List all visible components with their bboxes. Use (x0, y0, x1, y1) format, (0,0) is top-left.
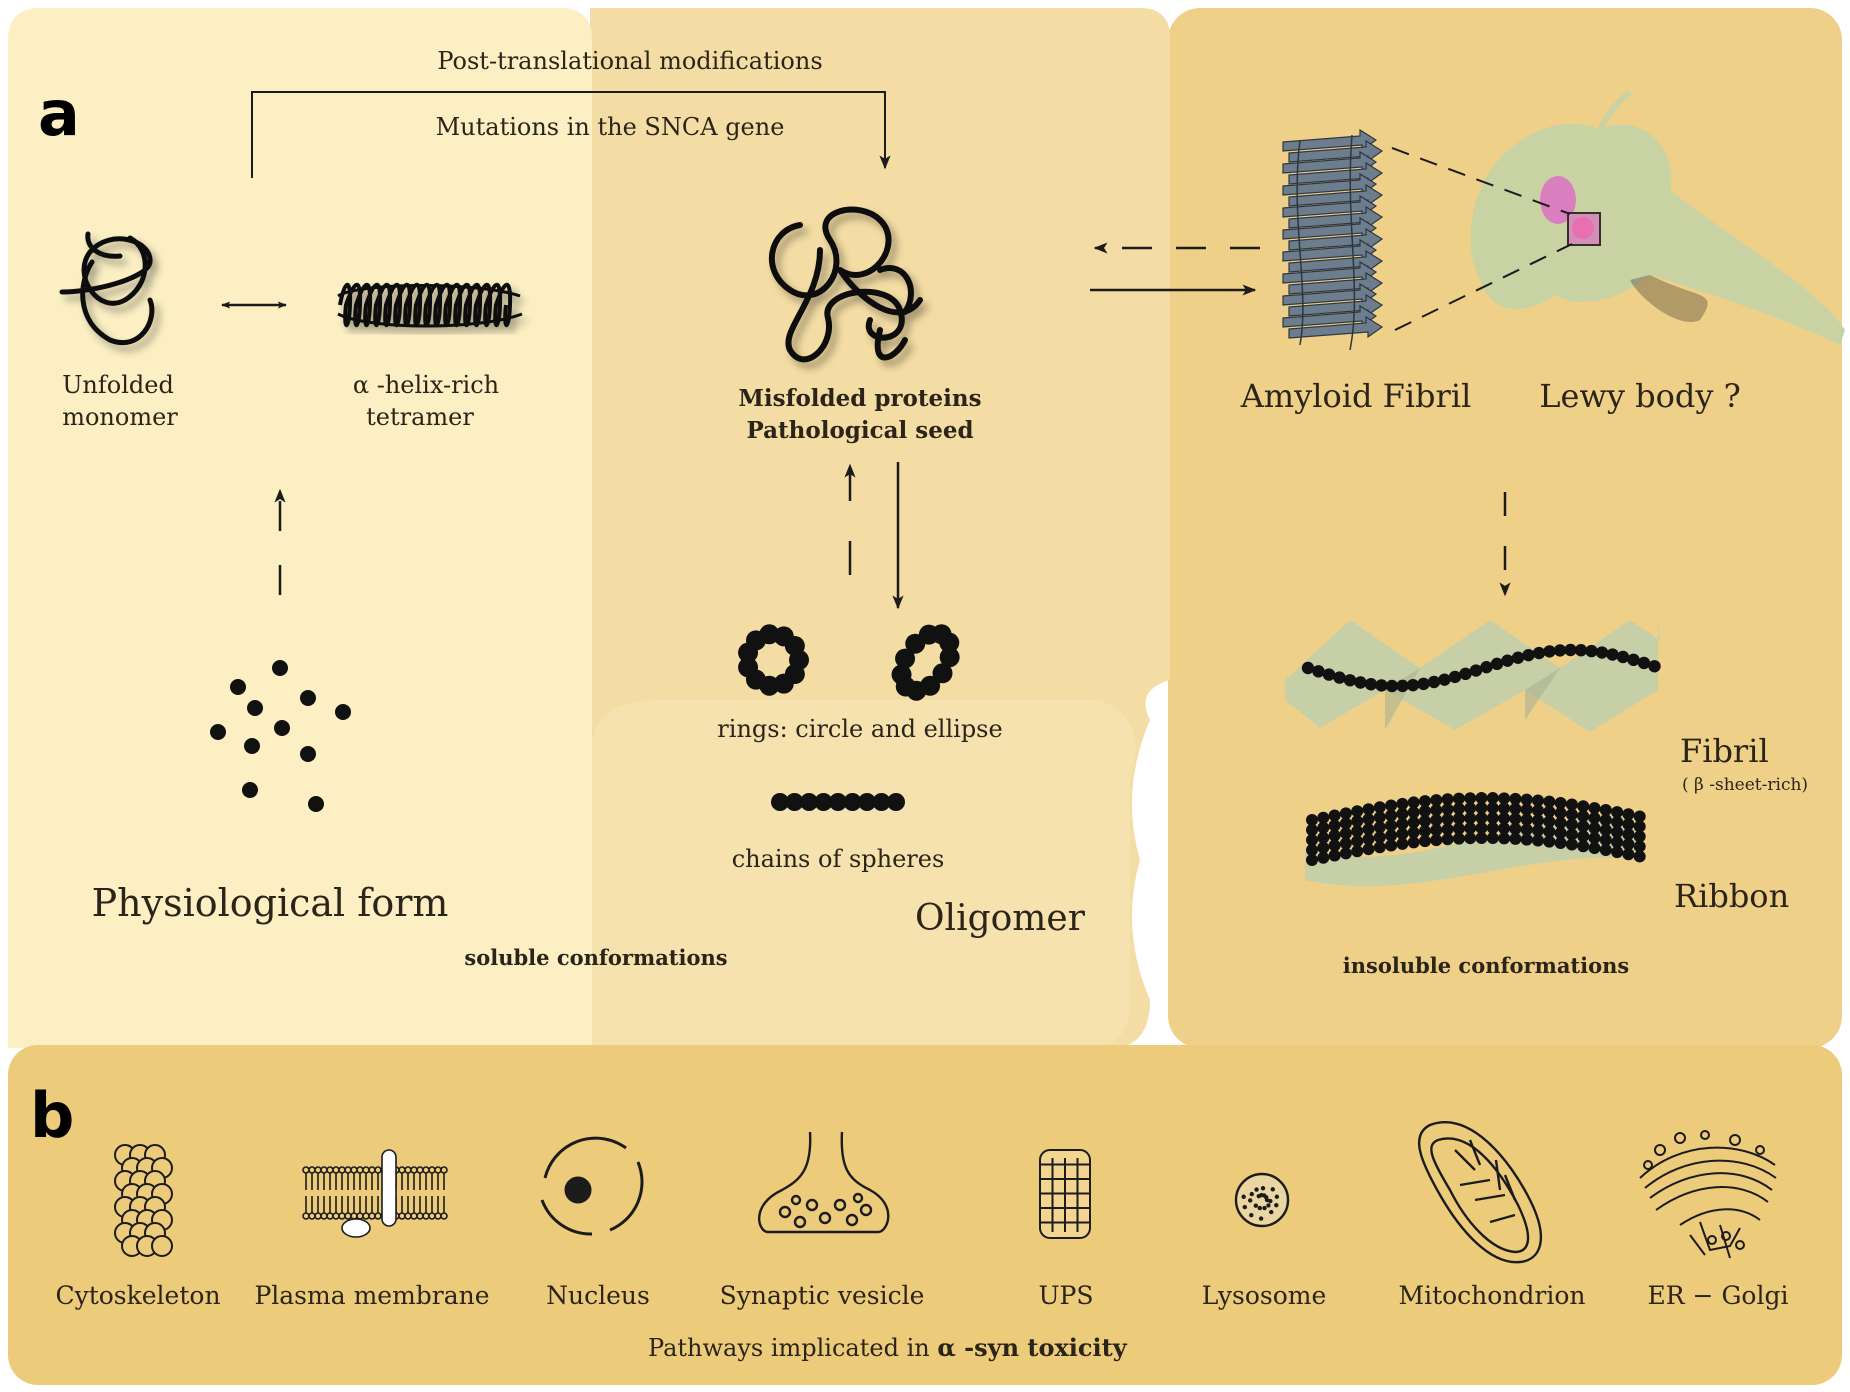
ring-ellipse-icon (891, 624, 960, 701)
pathways-emphasis: α -syn toxicity (937, 1333, 1127, 1362)
misfolded-label-1: Misfolded proteins (738, 385, 982, 412)
organelle-label-nucleus: Nucleus (546, 1281, 650, 1310)
physiological-form-label: Physiological form (91, 881, 449, 925)
misfolded-protein-icon (769, 206, 923, 363)
fibril-sheet-icon (1285, 620, 1660, 732)
mitochondrion-icon (1417, 1121, 1543, 1264)
panel-soluble (8, 8, 592, 1048)
ribbon-label: Ribbon (1674, 877, 1790, 915)
organelle-label-er-golgi: ER − Golgi (1647, 1281, 1789, 1310)
panel-oligomer-lower (592, 700, 1136, 1048)
organelle-label-lysosome: Lysosome (1201, 1281, 1327, 1310)
ptm-label: Post-translational modifications (437, 47, 823, 75)
neuron-lewy-body-icon (1391, 89, 1845, 345)
panel-a-letter: a (38, 77, 80, 150)
organelle-label-cytoskeleton: Cytoskeleton (55, 1281, 221, 1310)
tetramer-label-2: tetramer (366, 403, 474, 431)
rings-label: rings: circle and ellipse (717, 715, 1003, 743)
mutations-label: Mutations in the SNCA gene (435, 113, 785, 141)
panel-b-letter: b (30, 1079, 75, 1152)
oligomer-title: Oligomer (915, 898, 1085, 939)
panel-b-background (8, 1045, 1842, 1385)
ring-circle-icon (738, 624, 809, 696)
fibril-label: Fibril (1680, 732, 1769, 770)
ribbon-icon (1306, 792, 1646, 866)
unfolded-monomer-label-1: Unfolded (62, 371, 174, 399)
pathways-caption: Pathways implicated in α -syn toxicity (648, 1334, 1127, 1363)
synaptic-vesicle-icon (757, 1131, 890, 1234)
modification-arrow (251, 91, 891, 178)
amyloid-fibril-icon (1282, 128, 1384, 351)
lysosome-icon (1234, 1172, 1290, 1228)
unfolded-monomer-label-2: monomer (62, 403, 178, 431)
tetramer-icon (337, 282, 523, 328)
chains-label: chains of spheres (731, 845, 945, 873)
physiological-monomers-icon (210, 660, 351, 812)
pathways-prefix: Pathways implicated in (648, 1334, 930, 1362)
organelle-label-mitochondrion: Mitochondrion (1398, 1281, 1586, 1310)
chain-of-spheres-icon (771, 793, 905, 811)
cytoskeleton-icon (114, 1144, 173, 1257)
insoluble-conformations-label: insoluble conformations (1342, 953, 1630, 978)
lewy-body-label: Lewy body ? (1539, 377, 1741, 415)
misfolded-label-2: Pathological seed (746, 417, 974, 444)
fibril-sublabel: ( β -sheet-rich) (1682, 775, 1809, 795)
nucleus-icon (540, 1136, 644, 1236)
fibril-beads-icon (1301, 643, 1661, 693)
organelle-label-ups: UPS (1038, 1281, 1094, 1310)
organelle-label-synaptic-vesicle: Synaptic vesicle (719, 1281, 925, 1310)
unfolded-monomer-icon (59, 231, 155, 345)
plasma-membrane-icon (302, 1149, 448, 1238)
er-golgi-icon (1639, 1130, 1777, 1259)
soluble-conformations-label: soluble conformations (464, 945, 728, 970)
proteasome-icon (1039, 1149, 1091, 1239)
tetramer-label-1: α -helix-rich (352, 371, 500, 399)
organelle-label-plasma-membrane: Plasma membrane (254, 1281, 490, 1310)
amyloid-fibril-label: Amyloid Fibril (1240, 377, 1472, 415)
